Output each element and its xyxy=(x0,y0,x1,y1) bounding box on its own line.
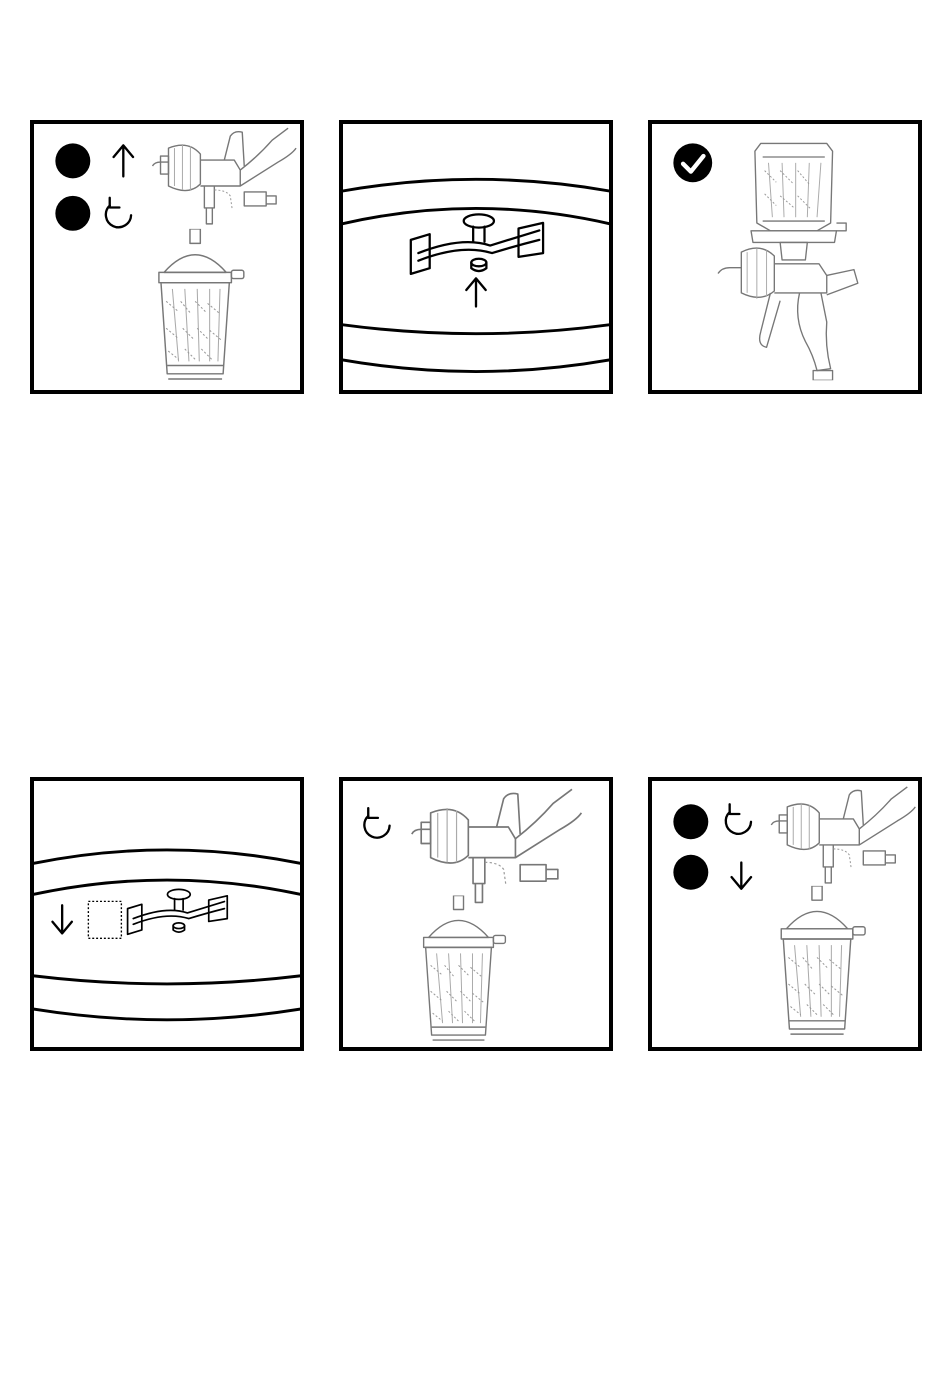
step-panel-6 xyxy=(648,777,922,1051)
assembled-spray-gun-illustration xyxy=(718,143,858,380)
step-bullet-icon xyxy=(55,143,90,178)
lid-pin-illustration xyxy=(128,889,228,934)
arrow-down-icon xyxy=(52,905,71,933)
removed-pin-outline xyxy=(88,901,121,938)
mix-cup-illustration xyxy=(424,896,506,1041)
arrow-down-icon xyxy=(732,863,751,889)
arrow-up-icon xyxy=(114,145,133,176)
spray-gun-illustration xyxy=(153,128,297,224)
spray-gun-illustration xyxy=(771,787,915,883)
step-panel-5 xyxy=(339,777,613,1051)
checkmark-badge-icon xyxy=(673,143,712,182)
cup-rim-closeup xyxy=(34,850,300,1020)
cup-rim-closeup xyxy=(343,179,609,371)
step-panel-3 xyxy=(648,120,922,394)
mix-cup-illustration xyxy=(159,229,244,379)
arrow-up-icon xyxy=(466,278,485,306)
step-panel-4 xyxy=(30,777,304,1051)
step-bullet-icon xyxy=(673,855,708,890)
step-panel-2 xyxy=(339,120,613,394)
step-panel-1 xyxy=(30,120,304,394)
rotate-clockwise-icon xyxy=(726,804,751,833)
step-bullet-icon xyxy=(55,196,90,231)
step-bullet-icon xyxy=(673,804,708,839)
rotate-clockwise-icon xyxy=(364,808,389,837)
lid-pin-illustration xyxy=(411,214,543,274)
spray-gun-illustration xyxy=(412,789,582,902)
mix-cup-illustration xyxy=(781,886,865,1034)
rotate-clockwise-icon xyxy=(106,198,131,227)
